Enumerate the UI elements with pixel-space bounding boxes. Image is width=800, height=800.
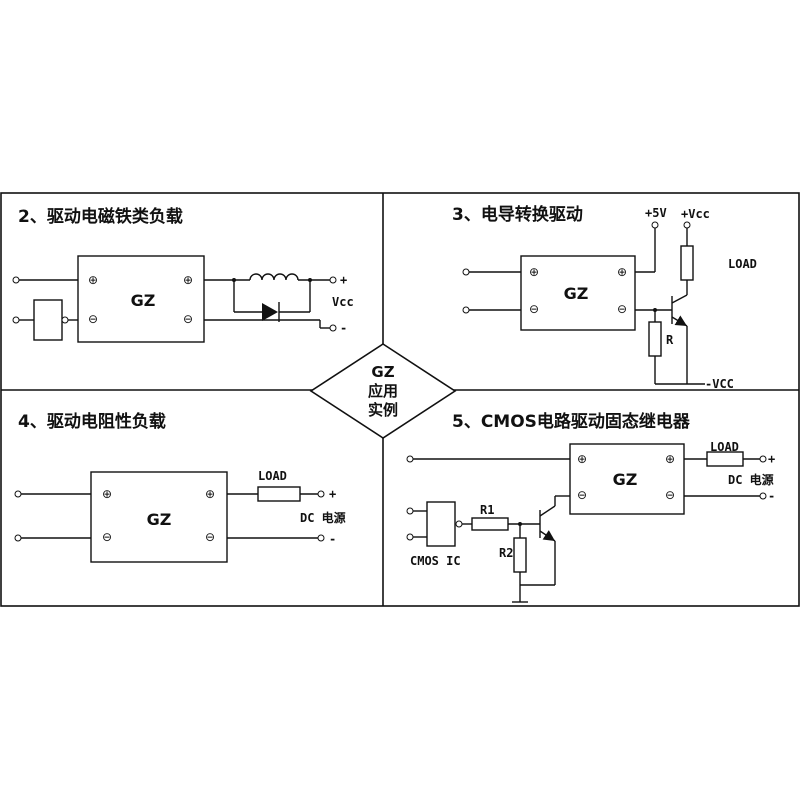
input-neg-symbol: ⊖ <box>102 530 112 544</box>
gz-module-box <box>90 471 228 563</box>
input-wires <box>12 276 78 341</box>
output-minus-label: - <box>340 321 347 335</box>
input-neg-symbol: ⊖ <box>88 312 98 326</box>
gz-module-box <box>569 443 685 515</box>
vcc-label: Vcc <box>332 295 354 309</box>
transistor-circuit <box>635 221 705 385</box>
neg-vcc-label: -VCC <box>705 377 734 391</box>
output-pos-symbol: ⊕ <box>183 273 193 287</box>
resistor-r-label: R <box>666 333 674 347</box>
panel-2-electromagnet-load: 2、驱动电磁铁类负载 GZ ⊕ ⊖ ⊕ ⊖ <box>12 206 354 343</box>
input-pos-symbol: ⊕ <box>529 265 539 279</box>
center-gz-label: GZ <box>371 363 394 381</box>
output-plus-label: + <box>340 273 347 287</box>
output-wires <box>684 451 767 500</box>
input-pos-symbol: ⊕ <box>577 452 587 466</box>
gz-module-box <box>520 255 636 331</box>
output-neg-symbol: ⊖ <box>617 302 627 316</box>
output-plus-label: + <box>329 487 336 501</box>
load-label: LOAD <box>258 469 287 483</box>
panel-5-title: 5、CMOS电路驱动固态继电器 <box>452 411 691 432</box>
input-pos-symbol: ⊕ <box>88 273 98 287</box>
gz-module-label: GZ <box>147 510 172 529</box>
output-neg-symbol: ⊖ <box>183 312 193 326</box>
wires <box>14 486 325 542</box>
load-label: LOAD <box>710 440 739 454</box>
inductor-diode-network <box>204 273 337 332</box>
output-pos-symbol: ⊕ <box>617 265 627 279</box>
output-minus-label: - <box>768 489 775 503</box>
dc-source-label: DC 电源 <box>728 472 774 487</box>
panel-4-title: 4、驱动电阻性负载 <box>18 411 166 432</box>
panel-4-resistive-load: 4、驱动电阻性负载 GZ ⊕ ⊖ ⊕ ⊖ LOAD + DC 电源 - <box>14 411 346 563</box>
center-example-label: 实例 <box>368 401 398 419</box>
output-neg-symbol: ⊖ <box>205 530 215 544</box>
input-neg-symbol: ⊖ <box>529 302 539 316</box>
panel-3-conductance-drive: 3、电导转换驱动 GZ ⊕ ⊖ ⊕ ⊖ <box>452 204 757 391</box>
plus-5v-label: +5V <box>645 206 667 220</box>
gz-module-label: GZ <box>564 284 589 303</box>
plus-vcc-label: +Vcc <box>681 207 710 221</box>
r2-label: R2 <box>499 546 513 560</box>
gz-module-label: GZ <box>131 291 156 310</box>
r1-label: R1 <box>480 503 494 517</box>
dc-source-label: DC 电源 <box>300 510 346 525</box>
output-plus-label: + <box>768 452 775 466</box>
panel-5-cmos-driven-ssr: 5、CMOS电路驱动固态继电器 GZ ⊕ ⊖ ⊕ ⊖ LOAD + DC 电源 … <box>406 411 775 603</box>
output-pos-symbol: ⊕ <box>665 452 675 466</box>
output-pos-symbol: ⊕ <box>205 487 215 501</box>
cmos-drive-circuit <box>406 455 570 603</box>
gz-module-box <box>77 255 205 343</box>
center-diamond: GZ 应用 实例 <box>309 343 457 439</box>
output-neg-symbol: ⊖ <box>665 488 675 502</box>
panel-3-title: 3、电导转换驱动 <box>452 204 583 225</box>
input-pos-symbol: ⊕ <box>102 487 112 501</box>
gz-module-label: GZ <box>613 470 638 489</box>
input-wires <box>462 268 521 314</box>
input-neg-symbol: ⊖ <box>577 488 587 502</box>
cmos-ic-label: CMOS IC <box>410 554 461 568</box>
center-application-label: 应用 <box>368 382 398 400</box>
output-minus-label: - <box>329 532 336 546</box>
load-label: LOAD <box>728 257 757 271</box>
panel-2-title: 2、驱动电磁铁类负载 <box>18 206 183 227</box>
